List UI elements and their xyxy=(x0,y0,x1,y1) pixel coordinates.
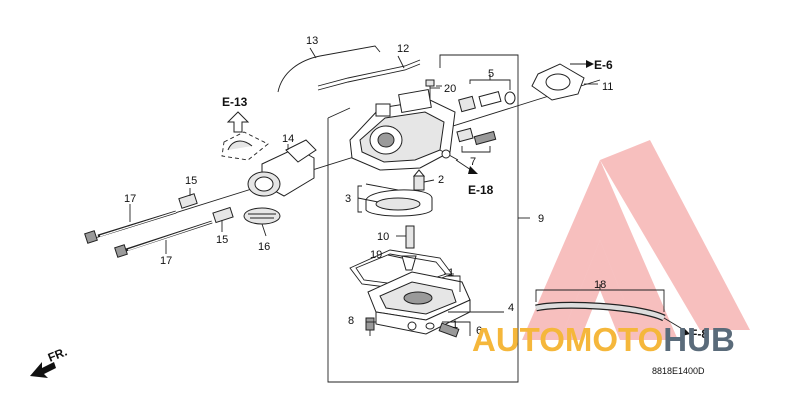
screw-8 xyxy=(365,317,375,336)
ref-e6: E-6 xyxy=(594,58,613,72)
callout-16: 16 xyxy=(258,241,270,253)
front-arrow-icon xyxy=(30,362,56,378)
leader-lines xyxy=(357,87,454,323)
collar-15-upper xyxy=(178,188,198,209)
ref-e13: E-13 xyxy=(222,95,248,109)
f8-arrow xyxy=(682,328,690,336)
e13-hose xyxy=(221,111,269,161)
callout-4: 4 xyxy=(508,302,514,314)
callout-17a: 17 xyxy=(124,193,136,205)
callout-7: 7 xyxy=(470,156,476,168)
callout-14: 14 xyxy=(282,133,294,145)
e6-arrow xyxy=(570,60,594,68)
assembly-frame xyxy=(327,54,530,383)
float-chamber-4 xyxy=(367,271,504,335)
e18-arrow xyxy=(455,159,478,174)
callout-12: 12 xyxy=(397,43,409,55)
gasket-11 xyxy=(531,63,598,101)
collar-15-lower xyxy=(212,206,234,232)
intake-elbow-14 xyxy=(247,139,317,197)
callout-18: 18 xyxy=(594,279,606,291)
float-valve-10 xyxy=(396,225,415,249)
watermark-text: AUTOMOTOHUB xyxy=(472,321,735,358)
float-3 xyxy=(357,183,433,217)
callout-15b: 15 xyxy=(216,234,228,246)
screen-16 xyxy=(243,207,281,237)
callout-9: 9 xyxy=(538,213,544,225)
callout-11: 11 xyxy=(602,81,613,93)
bolt-17-lower xyxy=(114,220,213,258)
drain-screw-6 xyxy=(425,321,471,338)
callout-3: 3 xyxy=(345,193,351,205)
rod-13 xyxy=(277,45,381,93)
front-label: FR. xyxy=(46,345,69,365)
diagram-code: 8818E1400D xyxy=(652,366,705,376)
tube-18 xyxy=(535,284,685,331)
callout-17b: 17 xyxy=(160,255,172,267)
screw-set-7 xyxy=(456,127,497,153)
watermark-part1: AUTOMOTO xyxy=(472,321,663,358)
callout-5: 5 xyxy=(488,68,494,80)
center-axis-line xyxy=(94,79,601,239)
ref-e18: E-18 xyxy=(468,183,494,197)
callout-8: 8 xyxy=(348,315,354,327)
up-arrow-icon xyxy=(226,111,250,133)
rod-12 xyxy=(317,55,421,91)
watermark-part2: HUB xyxy=(663,321,735,358)
callout-15a: 15 xyxy=(185,175,197,187)
callout-13: 13 xyxy=(306,35,318,47)
callout-1a: 1 xyxy=(448,267,454,279)
bolt-17-upper xyxy=(84,204,177,244)
carburetor-body xyxy=(349,88,459,171)
screw-set-5 xyxy=(458,74,516,113)
callout-6: 6 xyxy=(476,325,482,337)
callout-19: 19 xyxy=(370,249,382,261)
main-jet-19 xyxy=(387,254,417,271)
callout-20: 20 xyxy=(444,83,456,95)
ref-f8: F-8 xyxy=(690,327,708,341)
callout-10: 10 xyxy=(377,231,389,243)
callout-1b: 1 xyxy=(452,319,458,331)
jet-2 xyxy=(412,169,435,191)
callout-2: 2 xyxy=(438,174,444,186)
